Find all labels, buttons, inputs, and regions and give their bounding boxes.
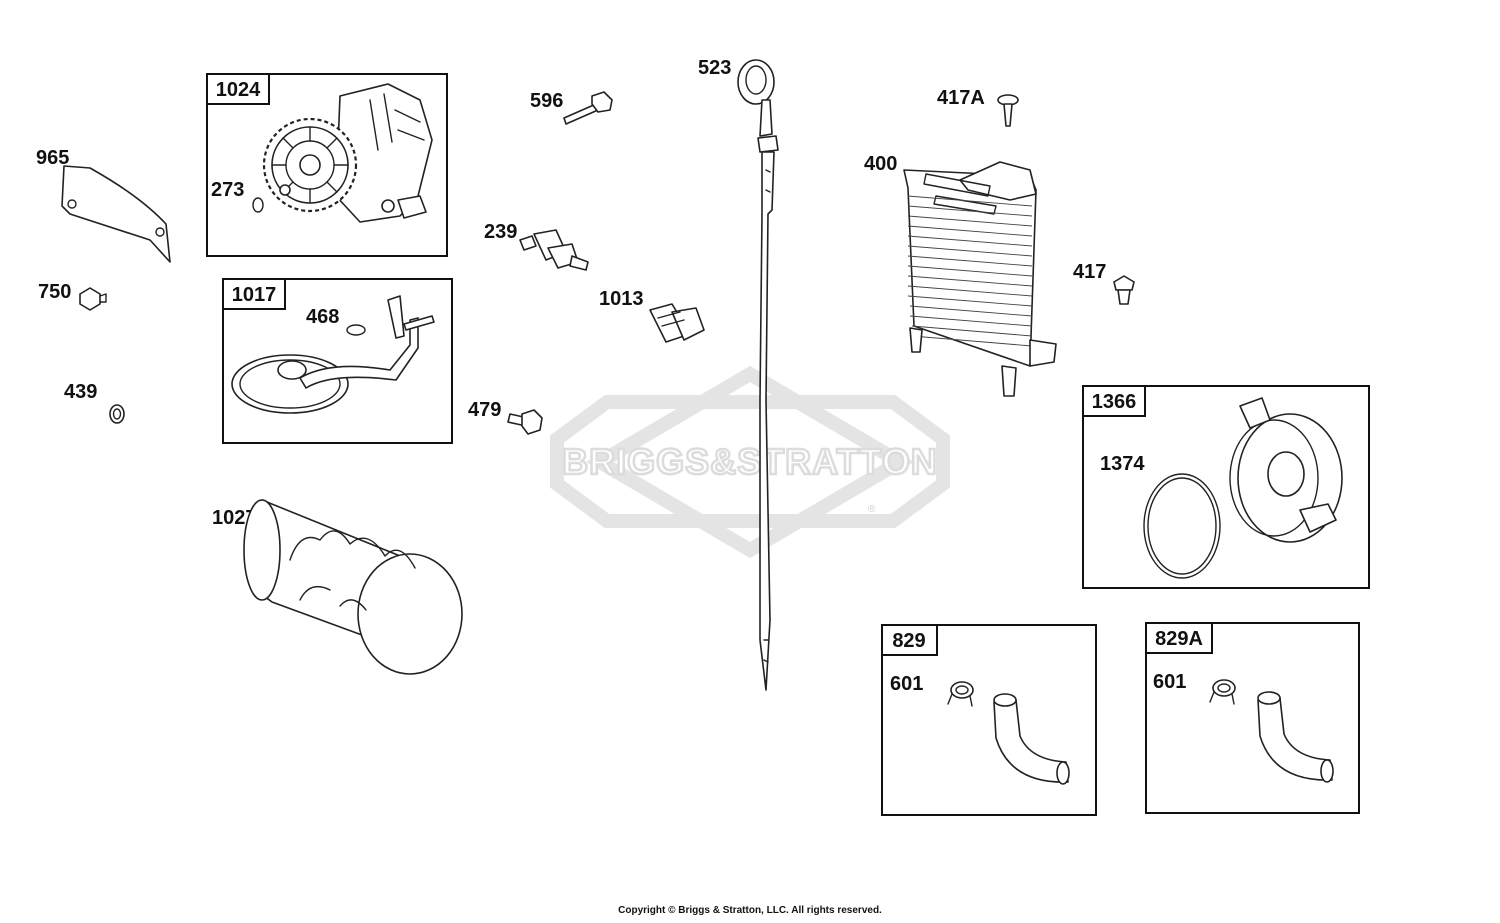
part-label-400: 400 xyxy=(864,153,897,175)
dipstick-523 xyxy=(737,59,779,691)
box-label-1366: 1366 xyxy=(1092,391,1137,413)
brand-watermark: BRIGGS&STRATTON ® xyxy=(550,365,950,559)
filter-adapter-1366 xyxy=(1229,397,1343,543)
watermark-text: BRIGGS&STRATTON xyxy=(562,441,938,482)
seal-ring-1374 xyxy=(1143,473,1221,579)
bolt-479 xyxy=(507,409,543,435)
oring-439 xyxy=(109,404,125,424)
box-1024: 1024 273 xyxy=(206,73,448,257)
screw-417A xyxy=(997,94,1019,127)
oring-273 xyxy=(252,197,264,213)
part-label-479: 479 xyxy=(468,399,501,421)
part-label-601-a: 601 xyxy=(890,673,923,695)
oil-pressure-switch-239 xyxy=(519,229,589,271)
part-label-601-b: 601 xyxy=(1153,671,1186,693)
part-label-1374: 1374 xyxy=(1100,453,1145,475)
box-1017: 1017 468 xyxy=(222,278,453,444)
part-label-417A: 417A xyxy=(937,87,985,109)
box-label-829: 829 xyxy=(892,630,925,652)
oil-pump-1024 xyxy=(262,83,433,223)
bolt-596 xyxy=(563,91,613,125)
copyright-notice: Copyright © Briggs & Stratton, LLC. All … xyxy=(618,905,882,916)
box-1366: 1366 1374 xyxy=(1082,385,1370,589)
fitting-1013 xyxy=(649,303,705,343)
hose-829A xyxy=(1257,691,1334,783)
part-label-750: 750 xyxy=(38,281,71,303)
oil-cooler-400 xyxy=(903,161,1057,397)
part-label-965: 965 xyxy=(36,147,69,169)
part-label-439: 439 xyxy=(64,381,97,403)
part-label-523: 523 xyxy=(698,57,731,79)
part-label-1027: 1027 xyxy=(212,507,257,529)
box-label-829A: 829A xyxy=(1155,628,1203,650)
part-label-596: 596 xyxy=(530,90,563,112)
oil-filter-1027 xyxy=(243,499,463,675)
oring-468 xyxy=(346,324,366,336)
bolt-417 xyxy=(1113,275,1135,305)
bolt-750 xyxy=(79,287,107,311)
box-829: 829 601 xyxy=(881,624,1097,816)
box-label-1017: 1017 xyxy=(232,284,277,306)
oil-pickup-screen-1017 xyxy=(231,295,435,414)
gasket-965 xyxy=(61,165,171,263)
hose-clamp-601-a xyxy=(947,681,974,707)
box-829A: 829A 601 xyxy=(1145,622,1360,814)
part-label-273: 273 xyxy=(211,179,244,201)
watermark-registered-mark: ® xyxy=(868,504,876,515)
part-label-417: 417 xyxy=(1073,261,1106,283)
part-label-239: 239 xyxy=(484,221,517,243)
part-label-468: 468 xyxy=(306,306,339,328)
part-label-1013: 1013 xyxy=(599,288,644,310)
hose-clamp-601-b xyxy=(1209,679,1236,705)
hose-829 xyxy=(993,693,1070,785)
box-label-1024: 1024 xyxy=(216,79,261,101)
